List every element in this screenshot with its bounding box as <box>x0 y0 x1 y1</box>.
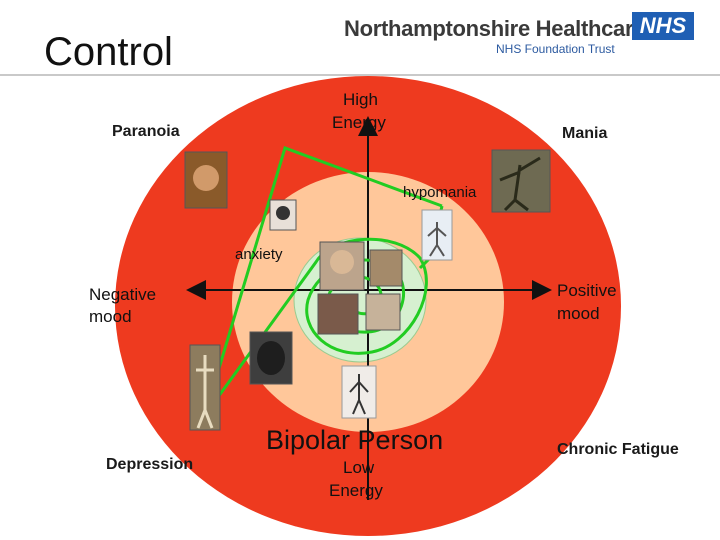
sleeping-person-photo <box>317 293 359 335</box>
dancing-figure-photo <box>491 149 551 213</box>
high-energy-label-line2: Energy <box>332 113 386 132</box>
org-name: Northamptonshire Healthcare <box>344 16 646 41</box>
hand-on-head-photo <box>369 249 403 287</box>
paranoia-label: Paranoia <box>112 123 180 140</box>
anxiety-label: anxiety <box>235 246 283 263</box>
low-energy-label-line2: Energy <box>329 481 383 500</box>
hypomania-label: hypomania <box>403 184 477 201</box>
resting-person-photo <box>365 293 401 331</box>
nhs-logo: NHS <box>632 12 694 40</box>
title-divider <box>0 74 720 76</box>
org-subtitle: NHS Foundation Trust <box>496 42 615 56</box>
mania-label: Mania <box>562 125 608 142</box>
low-energy-label-line1: Low <box>343 458 375 477</box>
high-energy-label-line1: High <box>343 90 378 109</box>
negative-mood-label-line1: Negative <box>89 285 157 304</box>
positive-mood-label-line1: Positive <box>557 281 617 300</box>
slide-title: Control <box>44 30 173 74</box>
negative-mood-label-line2: mood <box>89 307 132 326</box>
depression-label: Depression <box>106 456 194 473</box>
positive-mood-label-line2: mood <box>557 304 600 323</box>
bipolar-person-label: Bipolar Person <box>266 425 444 455</box>
chronic-fatigue-label: Chronic Fatigue <box>557 441 679 458</box>
